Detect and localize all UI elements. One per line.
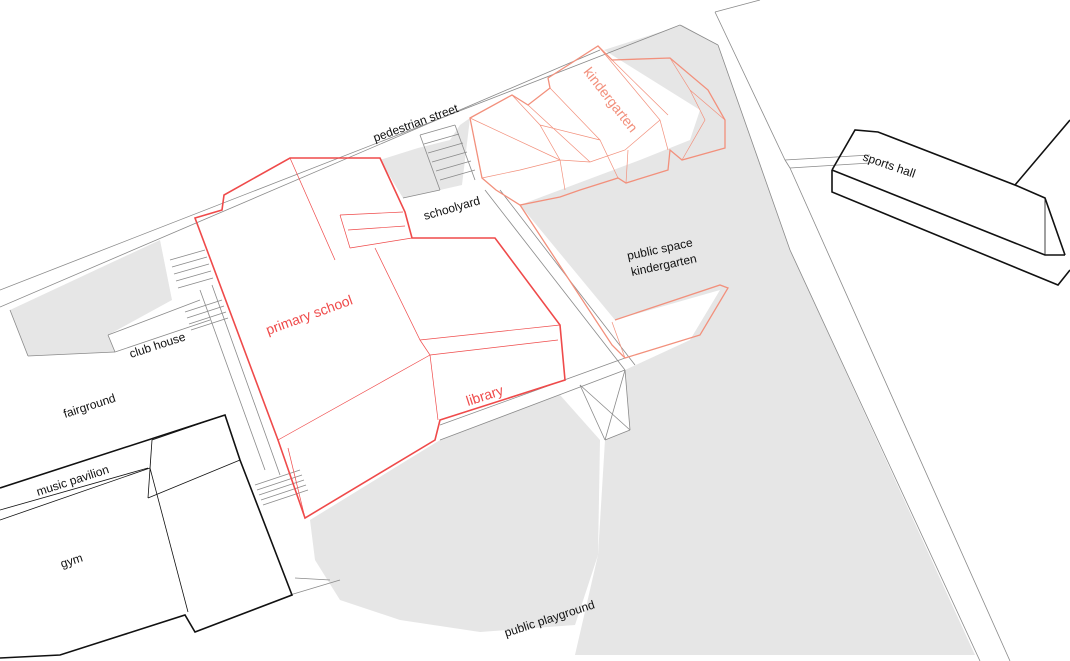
diagonal-path-c xyxy=(624,369,631,431)
primary-school-outline xyxy=(193,157,566,520)
stair-mark-club-6 xyxy=(184,299,223,313)
kindergarten-building xyxy=(469,45,729,359)
schoolyard-bottom-edge xyxy=(402,189,441,199)
stair-mark-yard-4 xyxy=(431,151,468,163)
label-club-house: club house xyxy=(128,330,188,361)
sports-hall-building xyxy=(831,119,1070,286)
stair-mark-west-1 xyxy=(254,469,301,486)
fairground-south-edge xyxy=(27,351,116,357)
sports-hall-approach-a xyxy=(784,154,871,161)
sports-hall-approach-b xyxy=(789,162,871,169)
label-schoolyard: schoolyard xyxy=(422,193,482,222)
diagonal-path-d xyxy=(579,384,631,431)
stair-mark-club-4 xyxy=(175,270,212,282)
library-path-north xyxy=(439,369,626,441)
club-house-edge-c xyxy=(107,334,116,353)
library-path-south xyxy=(439,357,626,426)
kindergarten-outline xyxy=(469,45,726,206)
stair-mark-yard-5 xyxy=(435,160,472,172)
diagonal-path-a xyxy=(579,384,606,441)
diagonal-path-e xyxy=(604,369,626,441)
diagonal-path-b xyxy=(604,429,631,441)
stair-yard-east xyxy=(454,124,476,181)
stair-yard-west xyxy=(419,134,441,191)
sports-hall-approach-c xyxy=(784,159,791,169)
fairground-west-edge xyxy=(9,309,29,357)
stair-mark-club-9 xyxy=(190,317,229,331)
stair-mark-west-2 xyxy=(256,474,303,491)
stair-mark-club-3 xyxy=(173,263,210,275)
stair-mark-yard-1 xyxy=(419,124,456,136)
stair-mark-west-4 xyxy=(260,484,307,501)
kindergarten-roof-lines xyxy=(469,45,726,191)
label-fairground: fairground xyxy=(62,391,118,421)
playground-path-a xyxy=(294,577,331,581)
primary-school-building xyxy=(193,157,566,520)
stair-mark-yard-6 xyxy=(439,169,476,181)
stair-mark-west-5 xyxy=(262,489,309,506)
street-corner-edge xyxy=(679,24,719,46)
fairground-green-area xyxy=(10,240,172,356)
club-path-west xyxy=(199,289,266,471)
club-house-edge-b xyxy=(114,319,211,353)
stair-mark-club-7 xyxy=(186,305,225,319)
kindergarten-path-west xyxy=(484,189,626,371)
club-path-east xyxy=(211,284,281,476)
east-road-east-edge xyxy=(789,167,1011,661)
public-space-kindergarten-area xyxy=(520,25,975,655)
east-road-west-edge xyxy=(714,11,786,161)
stair-mark-yard-3 xyxy=(427,142,464,154)
sports-hall-outline xyxy=(831,119,1070,286)
gym-outline xyxy=(0,413,294,659)
label-primary-school: primary school xyxy=(264,292,355,338)
east-path-edge-a xyxy=(717,44,791,251)
public-space-kindergarten-inner xyxy=(611,321,626,359)
public-space-kindergarten-outline xyxy=(519,204,729,359)
label-gym: gym xyxy=(59,551,85,571)
east-road-top-edge xyxy=(714,0,761,13)
gym-roof-lines xyxy=(0,414,241,613)
public-playground-area xyxy=(310,395,600,632)
primary-school-roof-lines xyxy=(277,157,561,519)
stair-mark-club-1 xyxy=(169,249,206,261)
playground-path-b xyxy=(289,579,341,596)
stair-mark-yard-2 xyxy=(423,133,460,145)
label-sports-hall: sports hall xyxy=(861,150,917,181)
label-kindergarten: kindergarten xyxy=(581,64,642,135)
east-path-edge-b xyxy=(789,249,981,661)
label-library: library xyxy=(464,382,505,409)
stair-mark-club-2 xyxy=(171,256,208,268)
pedestrian-street-south-edge xyxy=(0,49,601,308)
label-music-pavilion: music pavilion xyxy=(35,462,111,499)
stair-mark-club-8 xyxy=(188,311,227,325)
label-pedestrian-street: pedestrian street xyxy=(371,101,460,145)
stair-mark-club-5 xyxy=(177,277,214,289)
club-house-edge-a xyxy=(107,299,201,336)
gym-building xyxy=(0,413,294,659)
